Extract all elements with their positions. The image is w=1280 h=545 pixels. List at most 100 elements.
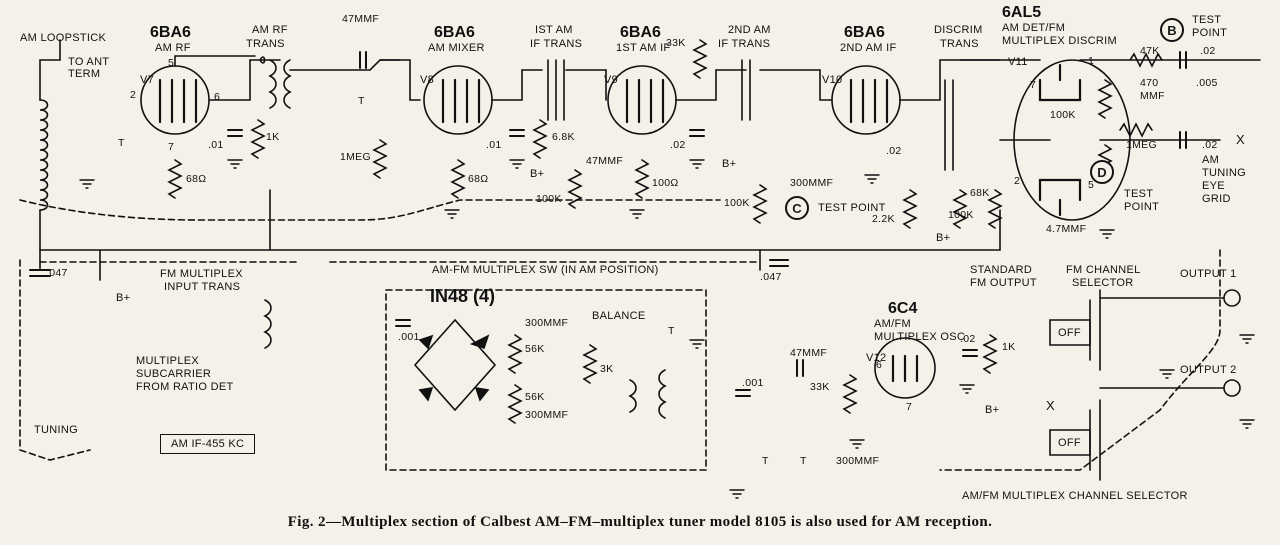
- v12-pin-7: 7: [906, 401, 913, 413]
- if1-label-1: IST AM: [535, 24, 573, 36]
- v11-pin-5: 5: [1088, 179, 1095, 191]
- v10-tube-type: 6BA6: [844, 24, 885, 41]
- r-100k: 100K: [536, 193, 562, 205]
- v11-pin-1: 1: [1088, 55, 1095, 67]
- c-4-7: 4.7μμf: [1046, 223, 1087, 235]
- c-470: 470: [1140, 77, 1159, 89]
- if2-label-2: IF TRANS: [718, 38, 771, 50]
- r-68k: 68K: [970, 187, 990, 199]
- test-point-b-label-2: POINT: [1192, 27, 1228, 39]
- b-plus-label-3: B+: [722, 158, 737, 170]
- test-point-c-marker: C: [785, 196, 809, 220]
- c-047-b: .047: [760, 271, 782, 283]
- v8-role: AM MIXER: [428, 42, 485, 54]
- r-33k-b: 33K: [810, 381, 830, 393]
- am-if-box-label: AM IF-455 KC: [160, 434, 256, 454]
- v11-ref: V11: [1008, 56, 1028, 68]
- output1-label: OUTPUT 1: [1180, 268, 1237, 280]
- c-02-a: .02: [670, 139, 686, 151]
- r-100k-v11: 100K: [1050, 109, 1076, 121]
- off-label-1: OFF: [1058, 327, 1081, 339]
- r-56k-b: 56K: [525, 391, 545, 403]
- am-tuning-label-2: TUNING: [1202, 167, 1246, 179]
- test-point-b-label-1: TEST: [1192, 14, 1222, 26]
- c-02-d: .02: [1202, 139, 1218, 151]
- x-marker-lower: X: [1046, 398, 1055, 413]
- to-ant-label-1: TO ANT: [68, 56, 110, 68]
- v7-pin-6: 6: [214, 91, 221, 103]
- output1-jack: [1223, 289, 1241, 307]
- b-plus-label-2: B+: [530, 168, 545, 180]
- subcarrier-label-3: FROM RATIO DET: [136, 381, 234, 393]
- r-2-2k: 2.2K: [872, 213, 895, 225]
- v11-tube-type: 6AL5: [1002, 4, 1042, 21]
- c-001-a: .001: [398, 331, 420, 343]
- b-plus-label-5: B+: [985, 404, 1000, 416]
- b-plus-label-4: B+: [936, 232, 951, 244]
- trimmer-t-3: T: [668, 325, 675, 337]
- r-1k-b: 1K: [1002, 341, 1016, 353]
- c-001-b: .001: [742, 377, 764, 389]
- r-56k-a: 56K: [525, 343, 545, 355]
- c-47uuf-3: 47μμf: [790, 347, 828, 359]
- v11-role-1: AM DET/FM: [1002, 22, 1066, 34]
- am-tuning-label-4: GRID: [1202, 193, 1231, 205]
- std-fm-output-label-2: FM OUTPUT: [970, 277, 1037, 289]
- fm-channel-selector-label-2: SELECTOR: [1072, 277, 1134, 289]
- fm-mpx-input-label-2: INPUT TRANS: [164, 281, 241, 293]
- r-68-b: 68Ω: [468, 173, 489, 185]
- v12-role-1: AM/FM: [874, 318, 911, 330]
- v12-tube-type: 6C4: [888, 300, 918, 317]
- if1-label-2: IF TRANS: [530, 38, 583, 50]
- am-loopstick-label: AM LOOPSTICK: [20, 32, 107, 44]
- discrim-label-1: DISCRIM: [934, 24, 983, 36]
- v8-ref: V8: [420, 74, 435, 86]
- c-300-c: 300μμf: [525, 409, 569, 421]
- v9-ref: V9: [604, 74, 619, 86]
- test-point-b-marker: B: [1160, 18, 1184, 42]
- trimmer-t-1: T: [118, 137, 125, 149]
- balance-label: BALANCE: [592, 310, 646, 322]
- am-tuning-label-3: EYE: [1202, 180, 1225, 192]
- v8-tube-type: 6BA6: [434, 24, 475, 41]
- subcarrier-label-2: SUBCARRIER: [136, 368, 212, 380]
- c-470-unit: μμf: [1140, 90, 1165, 102]
- tuning-label: TUNING: [34, 424, 78, 436]
- c-47uuf: 47μμf: [342, 13, 380, 25]
- test-point-d-marker: D: [1090, 160, 1114, 184]
- tube-v8-envelope: [423, 65, 493, 135]
- test-point-c-label: TEST POINT: [818, 202, 886, 214]
- r-3k: 3K: [600, 363, 614, 375]
- v11-pin-2: 2: [1014, 175, 1021, 187]
- am-rf-trans-label-1: AM RF: [252, 24, 288, 36]
- c-005: .005: [1196, 77, 1218, 89]
- trimmer-t-4: T: [762, 455, 769, 467]
- r-100k-c: 100K: [724, 197, 750, 209]
- fm-mpx-input-label-1: FM MULTIPLEX: [160, 268, 243, 280]
- v10-ref: V10: [822, 74, 843, 86]
- v7-tube-type: 6BA6: [150, 24, 191, 41]
- c-02-e: .02: [960, 333, 976, 345]
- r-47k: 47K: [1140, 45, 1160, 57]
- c-300-b: 300μμf: [525, 317, 569, 329]
- b-plus-label-1: B+: [116, 292, 131, 304]
- am-tuning-label-1: AM: [1202, 154, 1220, 166]
- c-47uuf-2: 47μμf: [586, 155, 624, 167]
- test-point-d-label-2: POINT: [1124, 201, 1160, 213]
- trimmer-t-5: T: [800, 455, 807, 467]
- c-02-b: .02: [886, 145, 902, 157]
- tube-v9-envelope: [607, 65, 677, 135]
- off-label-2: OFF: [1058, 437, 1081, 449]
- schematic-diagram: [19, 39, 1261, 499]
- c-01-a: .01: [208, 139, 224, 151]
- am-fm-switch-label: AM-FM MULTIPLEX SW (IN AM POSITION): [432, 264, 659, 276]
- v7-pin-7: 7: [168, 141, 175, 153]
- v7-ref: V7: [140, 74, 155, 86]
- trimmer-t-2: T: [358, 95, 365, 107]
- subcarrier-label-1: MULTIPLEX: [136, 355, 200, 367]
- r-1meg-v11: 1MEG: [1126, 139, 1157, 151]
- r-1meg: 1MEG: [340, 151, 371, 163]
- am-rf-trans-label-2: TRANS: [246, 38, 285, 50]
- r-100: 100Ω: [652, 177, 679, 189]
- r-1k: 1K: [266, 131, 280, 143]
